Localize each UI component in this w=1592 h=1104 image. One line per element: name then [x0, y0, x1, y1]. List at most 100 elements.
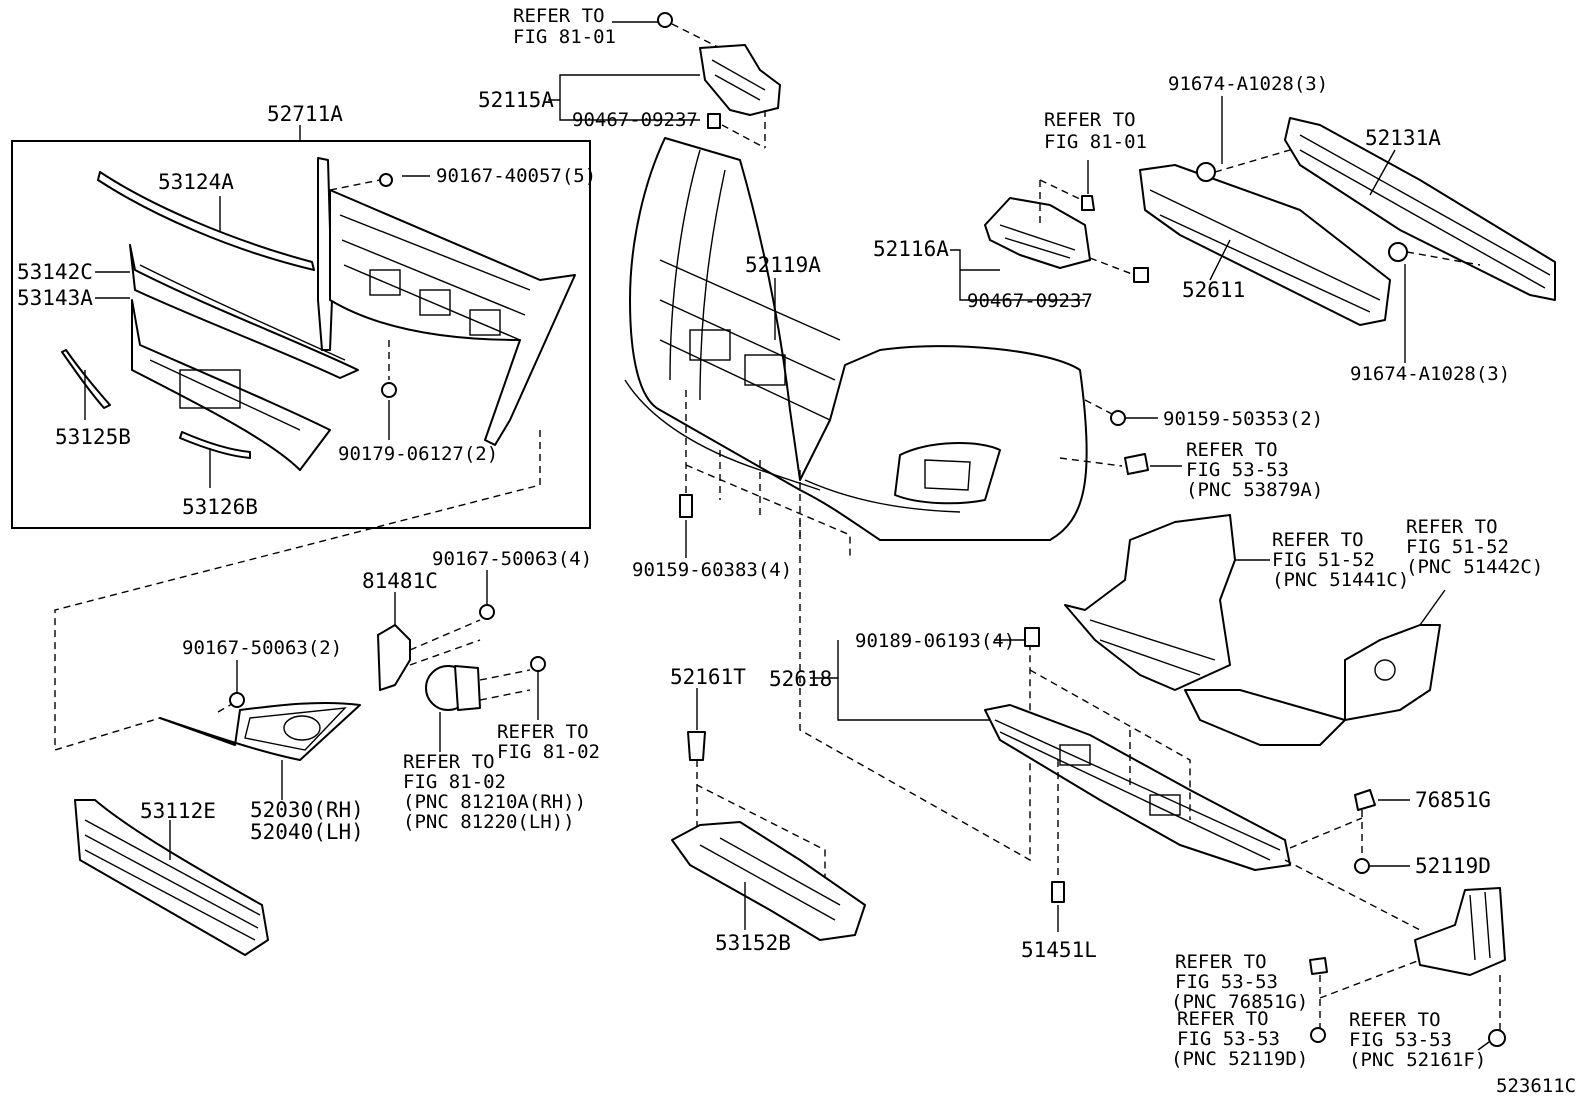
callout-refer-81-01-mid: REFER TO FIG 81-01: [1044, 109, 1147, 153]
refer-51-52-d-l2: FIG 51-52: [1406, 536, 1509, 558]
corner-bracket: [1414, 887, 1506, 976]
bolt-91674-top: [1196, 162, 1216, 182]
grille-panel-53143A: [131, 299, 331, 471]
bolt-refer-52119D: [1310, 1027, 1326, 1043]
label-53143A: 53143A: [17, 286, 93, 310]
callout-refer-53-53-a: REFER TO FIG 53-53 (PNC 53879A): [1186, 439, 1323, 501]
grille-assembly-box: [11, 140, 591, 529]
label-53124A: 53124A: [158, 170, 234, 194]
refer-53-53-a-l1: REFER TO: [1186, 439, 1278, 461]
bolt-90467-mid: [1133, 267, 1149, 283]
callout-refer-53-53-g: REFER TO FIG 53-53 (PNC 76851G): [1171, 951, 1308, 1013]
refer-51-52-c-l3: (PNC 51441C): [1272, 569, 1409, 591]
callout-refer-81-02-right: REFER TO FIG 81-02: [497, 721, 600, 763]
refer-81-02-left-l2: FIG 81-02: [403, 771, 506, 793]
strip-53125B: [61, 349, 111, 409]
under-cover-51442C: [1184, 624, 1441, 746]
label-90189: 90189-06193(4): [855, 630, 1015, 652]
refer-53-53-d-l2: FIG 53-53: [1177, 1028, 1280, 1050]
refer-53-53-g-l2: FIG 53-53: [1175, 971, 1278, 993]
refer-51-52-c-l1: REFER TO: [1272, 529, 1364, 551]
callout-refer-53-53-f: REFER TO FIG 53-53 (PNC 52161F): [1349, 1009, 1486, 1071]
reinforcement-52131A: [1284, 117, 1556, 301]
label-90167-50063-2: 90167-50063(2): [182, 637, 342, 659]
upper-grille-bar-53142C: [129, 244, 359, 379]
clip-90189-06193: [1024, 627, 1040, 647]
clip-refer-81-01: [657, 12, 673, 28]
figure-id: 523611C: [1496, 1075, 1576, 1097]
refer-81-02-right-l1: REFER TO: [497, 721, 589, 743]
label-52119A: 52119A: [745, 253, 821, 277]
bracket-52115A: [699, 44, 781, 116]
clip-90179-06127: [381, 382, 397, 398]
clip-refer-81-02: [530, 656, 546, 672]
molding-strip-53124A: [97, 171, 315, 271]
clip-90167-40057: [379, 173, 393, 187]
label-90167-40057: 90167-40057(5): [436, 165, 596, 187]
bumper-cover-52119A: [629, 137, 1088, 541]
under-cover-51441C: [1064, 514, 1236, 691]
label-91674-bottom: 91674-A1028(3): [1350, 363, 1510, 385]
refer-53-53-g-l3: (PNC 76851G): [1171, 991, 1308, 1013]
label-53126B: 53126B: [182, 495, 258, 519]
label-90467-top: 90467-09237: [572, 109, 698, 131]
label-81481C: 81481C: [362, 569, 438, 593]
lower-grille-53112E: [74, 799, 269, 956]
callout-refer-51-52-d: REFER TO FIG 51-52 (PNC 51442C): [1406, 516, 1543, 578]
refer-53-53-f-l1: REFER TO: [1349, 1009, 1441, 1031]
refer-51-52-d-l1: REFER TO: [1406, 516, 1498, 538]
clip-90159-50353: [1110, 410, 1126, 426]
bolt-52119D: [1354, 858, 1370, 874]
refer-81-01-mid-l1: REFER TO: [1044, 109, 1136, 131]
refer-53-53-a-l2: FIG 53-53: [1186, 459, 1289, 481]
refer-81-02-left-l1: REFER TO: [403, 751, 495, 773]
clip-76851G: [1354, 789, 1376, 811]
fog-bezel-52030-52040: [159, 701, 361, 761]
label-76851G: 76851G: [1415, 788, 1491, 812]
label-90167-50063-4: 90167-50063(4): [432, 548, 592, 570]
label-91674-top: 91674-A1028(3): [1168, 73, 1328, 95]
bolt-90467-top: [707, 113, 721, 129]
label-51451L: 51451L: [1021, 938, 1097, 962]
callout-refer-81-01-top: REFER TO FIG 81-01: [513, 5, 616, 48]
refer-53-53-d-l3: (PNC 52119D): [1171, 1048, 1308, 1070]
label-90159-50353: 90159-50353(2): [1163, 408, 1323, 430]
label-52115A: 52115A: [478, 88, 554, 112]
clip-refer-52161F: [1488, 1029, 1506, 1047]
label-53142C: 53142C: [17, 260, 93, 284]
callout-refer-53-53-d: REFER TO FIG 53-53 (PNC 52119D): [1171, 1008, 1308, 1070]
refer-81-01-top-l2: FIG 81-01: [513, 26, 616, 48]
label-52030: 52030(RH): [250, 798, 364, 822]
refer-51-52-d-l3: (PNC 51442C): [1406, 556, 1543, 578]
refer-81-01-top-l1: REFER TO: [513, 5, 605, 27]
label-52116A: 52116A: [873, 237, 949, 261]
bolt-51451L: [1051, 881, 1065, 903]
refer-81-02-right-l2: FIG 81-02: [497, 741, 600, 763]
clip-refer-53879A: [1124, 453, 1149, 475]
clip-refer-76851G: [1309, 957, 1328, 975]
label-52131A: 52131A: [1365, 126, 1441, 150]
clip-refer-81-01-mid: [1081, 195, 1095, 211]
fog-lamp-bracket-81481C: [377, 624, 411, 691]
label-53152B: 53152B: [715, 931, 791, 955]
clip-90167-50063-2: [229, 692, 245, 708]
refer-81-02-left-l4: (PNC 81220(LH)): [403, 811, 575, 833]
label-52161T: 52161T: [670, 665, 746, 689]
label-53125B: 53125B: [55, 425, 131, 449]
refer-53-53-g-l1: REFER TO: [1175, 951, 1267, 973]
label-90467-mid: 90467-09237: [967, 290, 1093, 312]
bolt-91674-bottom: [1388, 242, 1408, 262]
label-52618: 52618: [769, 667, 832, 691]
label-53112E: 53112E: [140, 799, 216, 823]
refer-53-53-f-l2: FIG 53-53: [1349, 1029, 1452, 1051]
callout-refer-81-02-left: REFER TO FIG 81-02 (PNC 81210A(RH)) (PNC…: [403, 751, 586, 833]
refer-51-52-c-l2: FIG 51-52: [1272, 549, 1375, 571]
label-52040: 52040(LH): [250, 820, 364, 844]
label-52119D: 52119D: [1415, 854, 1491, 878]
lower-cover-52618: [984, 704, 1291, 871]
refer-53-53-f-l3: (PNC 52161F): [1349, 1049, 1486, 1071]
clip-90159-60383: [679, 494, 693, 518]
label-52711A: 52711A: [267, 102, 343, 126]
